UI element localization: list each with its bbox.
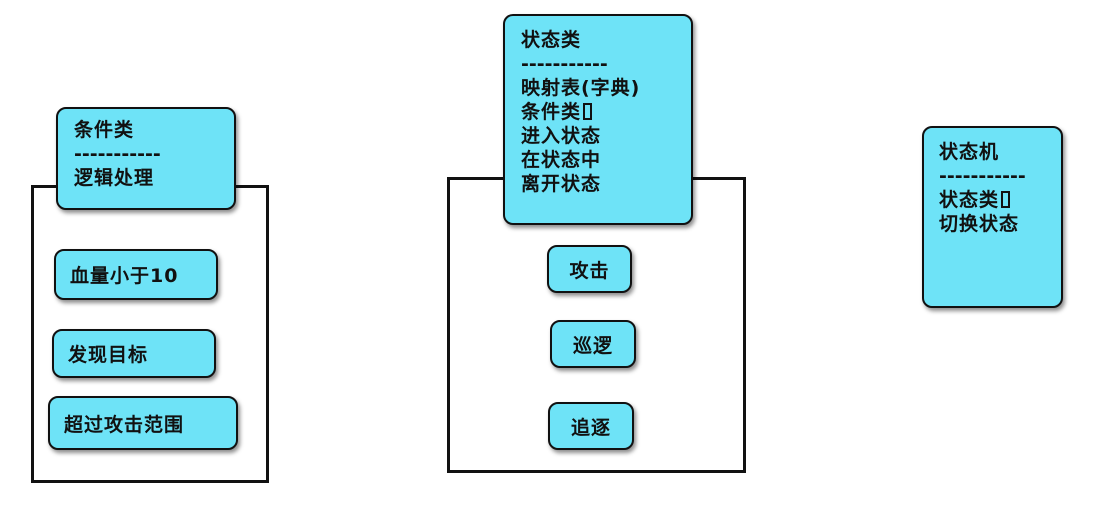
state-item-patrol: 巡逻 (550, 320, 636, 368)
condition-item-label: 超过攻击范围 (64, 413, 185, 436)
state-machine-title: 状态机 (939, 141, 1000, 163)
condition-item-target-found: 发现目标 (52, 329, 216, 378)
condition-item-hp-below-10: 血量小于10 (54, 249, 218, 300)
condition-class-card: 条件类 ----------- 逻辑处理 (56, 107, 236, 210)
state-class-line-condition-text: 条件类 (521, 101, 582, 123)
state-class-line-in: 在状态中 (521, 149, 602, 171)
state-class-line-exit: 离开状态 (521, 173, 602, 195)
state-item-label: 追逐 (570, 416, 611, 439)
condition-item-label: 血量小于10 (70, 265, 179, 287)
rectangle-glyph-icon (583, 103, 593, 120)
state-class-line-map: 映射表(字典) (521, 77, 641, 99)
state-class-card: 状态类 ----------- 映射表(字典) 条件类 进入状态 在状态中 离开… (503, 14, 693, 225)
condition-class-title: 条件类 (74, 119, 135, 141)
condition-class-line-logic: 逻辑处理 (74, 167, 155, 189)
state-class-line-condition: 条件类 (521, 100, 691, 124)
rectangle-glyph-icon (1001, 191, 1011, 208)
condition-item-label: 发现目标 (68, 344, 149, 366)
state-machine-separator: ----------- (939, 165, 1026, 187)
state-machine-card: 状态机 ----------- 状态类 切换状态 (922, 126, 1063, 308)
condition-class-separator: ----------- (74, 143, 161, 165)
condition-item-out-of-range: 超过攻击范围 (48, 396, 238, 450)
state-machine-line-state-class-text: 状态类 (939, 189, 1000, 211)
state-class-title: 状态类 (521, 29, 582, 51)
state-item-label: 巡逻 (572, 334, 613, 357)
state-class-line-enter: 进入状态 (521, 125, 602, 147)
state-item-attack: 攻击 (547, 245, 632, 293)
state-item-chase: 追逐 (548, 402, 634, 450)
state-class-separator: ----------- (521, 53, 608, 75)
state-machine-line-switch: 切换状态 (939, 213, 1020, 235)
state-machine-line-state-class: 状态类 (939, 188, 1061, 212)
state-item-label: 攻击 (569, 259, 610, 282)
